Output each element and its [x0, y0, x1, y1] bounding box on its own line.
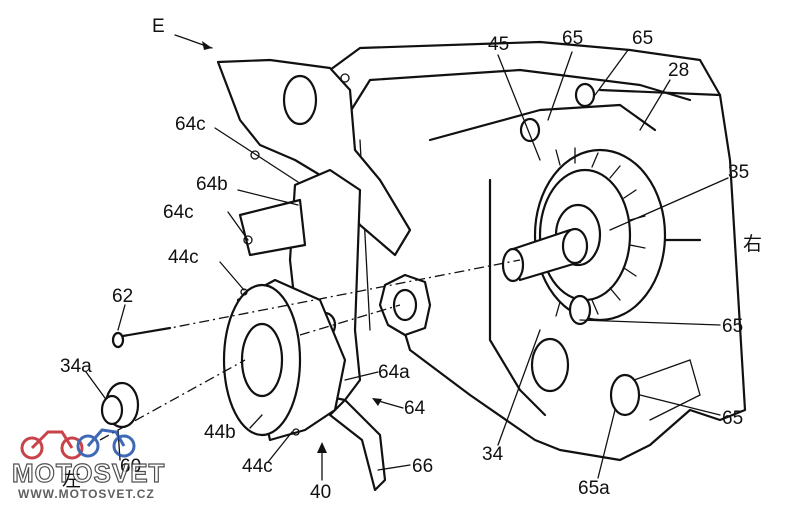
center-lines [99, 259, 521, 441]
label-65a: 65a [578, 478, 610, 499]
output-shaft [501, 227, 589, 283]
label-64: 64 [404, 398, 426, 419]
mounting-bosses [519, 82, 641, 417]
hex-nut [378, 273, 432, 337]
label-60: 60 [120, 456, 141, 477]
label-44c-b: 44c [242, 456, 273, 477]
label-64c-b: 64c [163, 202, 194, 223]
label-45: 45 [488, 34, 509, 55]
label-65-a: 65 [562, 28, 583, 49]
watermark-url: WWW.MOTOSVET.CZ [18, 487, 155, 501]
label-64a: 64a [378, 362, 410, 383]
label-64b: 64b [196, 174, 228, 195]
label-44c-a: 44c [168, 247, 199, 268]
label-64c-a: 64c [175, 114, 206, 135]
leader-lines [85, 34, 729, 481]
label-65-c: 65 [722, 316, 743, 337]
right-direction-label: 右 [743, 233, 762, 255]
label-35: 35 [728, 162, 749, 183]
label-66: 66 [412, 456, 433, 477]
motorcycle-logo-icon [20, 428, 136, 460]
label-44b: 44b [204, 422, 236, 443]
reference-labels: E 45 65 65 28 64c 35 64b 64c 44c 右 62 65… [60, 16, 762, 503]
view-label: E [152, 16, 165, 37]
sprocket-cover [222, 278, 347, 442]
watermark-brand: MOTOSVET [12, 458, 165, 488]
label-40: 40 [310, 482, 331, 503]
label-28: 28 [668, 60, 689, 81]
label-34a: 34a [60, 356, 92, 377]
collar [100, 381, 140, 429]
watermark: MOTOSVET WWW.MOTOSVET.CZ [11, 428, 165, 501]
label-34: 34 [482, 444, 504, 465]
sprocket [533, 147, 667, 322]
label-65-b: 65 [632, 28, 653, 49]
left-direction-label: 左 [62, 469, 81, 491]
label-65-d: 65 [722, 408, 743, 429]
label-62: 62 [112, 286, 133, 307]
bolt [111, 326, 172, 349]
